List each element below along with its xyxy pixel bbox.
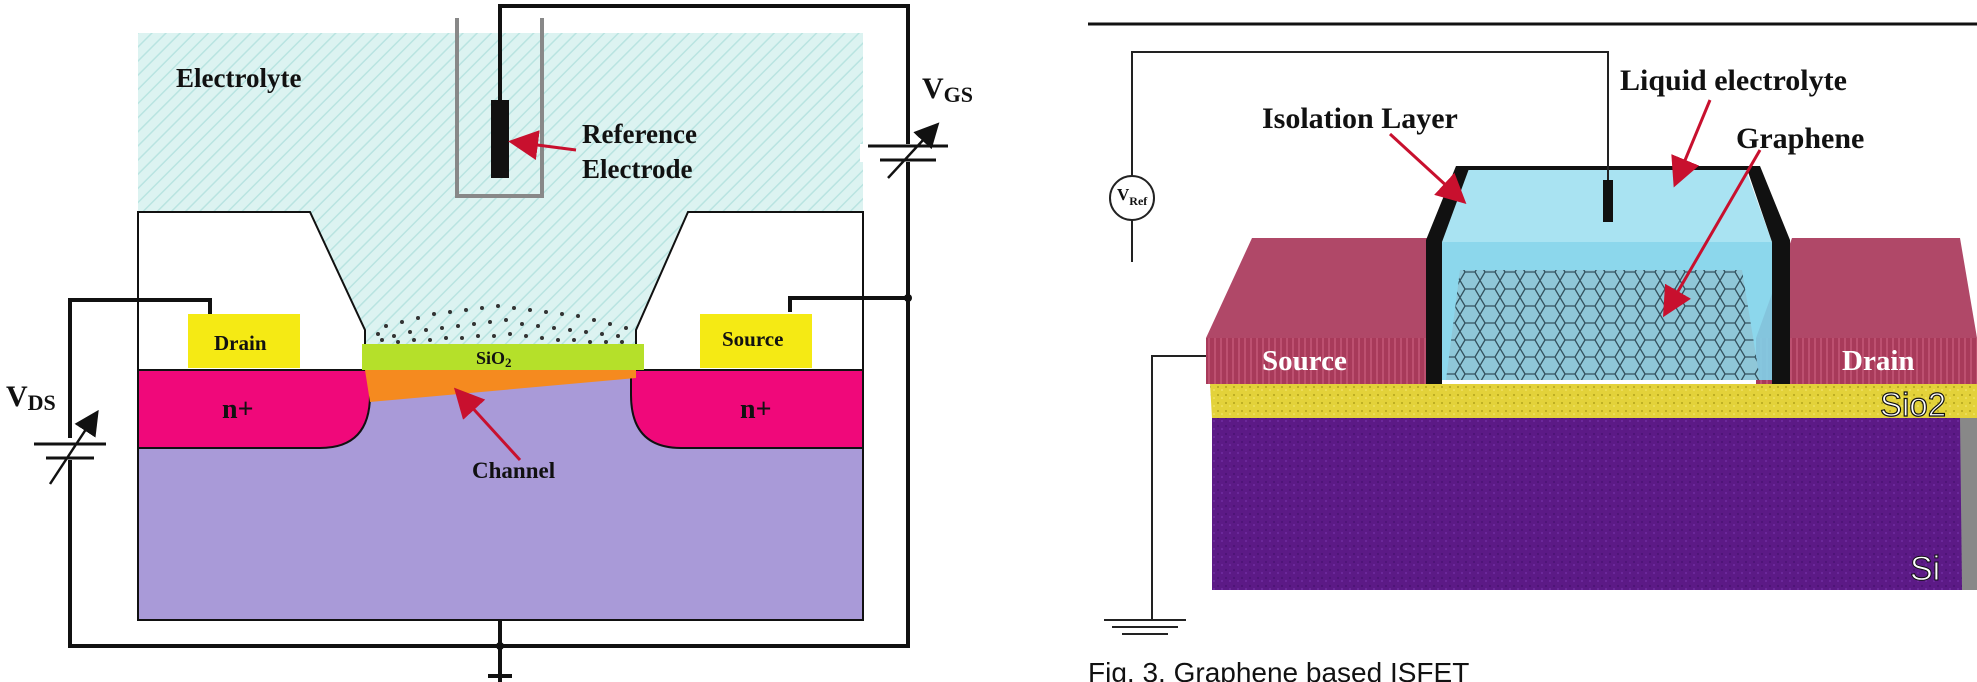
vgs-label-sub: GS	[944, 82, 973, 107]
drain-block-top	[1756, 238, 1977, 338]
vds-label-main: V	[6, 380, 28, 413]
n-plus-right-region	[630, 369, 864, 449]
channel-label: Channel	[472, 458, 555, 483]
ground-junction	[496, 642, 504, 650]
graphene-label: Graphene	[1736, 122, 1864, 155]
sio2-label: SiO2	[476, 348, 512, 370]
n-plus-left-region	[137, 369, 371, 449]
reference-electrode-label-line1: Reference	[582, 119, 697, 149]
si-layer-front	[1212, 418, 1977, 590]
reference-electrode-arrow	[508, 130, 577, 160]
si-label-right: Si	[1910, 550, 1940, 588]
sio2-layer-right	[1210, 384, 1977, 418]
graphene-reference-electrode	[1603, 180, 1613, 222]
sio2-layer	[362, 344, 644, 370]
graphene-arrow	[1662, 149, 1762, 318]
isolation-wall-right	[1746, 166, 1790, 384]
vgs-wire-bottom	[500, 298, 910, 648]
si-layer-edge	[1960, 410, 1977, 590]
vds-label-sub: DS	[28, 390, 56, 415]
drain-block-front	[1756, 338, 1977, 384]
source-contact	[700, 314, 812, 368]
vds-label: VDS	[6, 380, 56, 415]
electrolyte-label: Electrolyte	[176, 63, 301, 93]
right-graphene-isfet-diagram: Liquid electrolyte Isolation Layer Graph…	[1088, 22, 1977, 682]
isolation-layer-arrow	[1388, 132, 1467, 205]
figure-caption: Fig. 3. Graphene based ISFET	[1088, 657, 1469, 682]
source-label: Source	[722, 327, 783, 351]
ground-icon-right	[1104, 619, 1186, 635]
source-ground-wire	[1151, 355, 1206, 620]
liquid-electrolyte-arrow	[1671, 99, 1712, 188]
sio2-label-right: Sio2	[1880, 386, 1946, 423]
sensing-membrane	[376, 304, 628, 344]
vref-wire	[1131, 51, 1609, 262]
source-block-front	[1206, 338, 1436, 384]
drain-contact	[188, 314, 300, 368]
graphene-sheet	[1446, 270, 1760, 380]
isolation-wall-left	[1426, 166, 1470, 384]
channel-region	[365, 370, 636, 402]
vref-label-sub: Ref	[1129, 194, 1148, 208]
isolation-layer-label: Isolation Layer	[1262, 102, 1458, 135]
vgs-source-symbol	[860, 122, 956, 179]
reference-electrode	[491, 100, 509, 178]
source-label-right: Source	[1262, 345, 1347, 377]
vds-wire	[68, 298, 500, 648]
reference-electrode-label-line2: Electrode	[582, 154, 692, 184]
drain-label-right: Drain	[1842, 345, 1915, 377]
sio2-label-main: SiO	[476, 348, 505, 368]
source-block-top	[1206, 238, 1440, 338]
left-isfet-diagram: Electrolyte Reference Electrode VGS VDS …	[6, 4, 973, 682]
n-plus-left-label: n+	[222, 394, 254, 425]
vref-label: VRef	[1117, 185, 1148, 208]
drain-label: Drain	[214, 331, 267, 355]
vds-source-symbol	[28, 409, 112, 485]
vref-meter	[1109, 175, 1155, 221]
vgs-label-main: V	[922, 72, 944, 105]
reference-electrode-tube	[455, 18, 544, 198]
n-plus-right-label: n+	[740, 394, 772, 425]
liquid-electrolyte-label: Liquid electrolyte	[1620, 64, 1847, 97]
sio2-label-sub: 2	[505, 355, 512, 370]
vgs-label: VGS	[922, 72, 973, 107]
channel-arrow	[453, 387, 522, 462]
vref-label-main: V	[1117, 185, 1130, 204]
